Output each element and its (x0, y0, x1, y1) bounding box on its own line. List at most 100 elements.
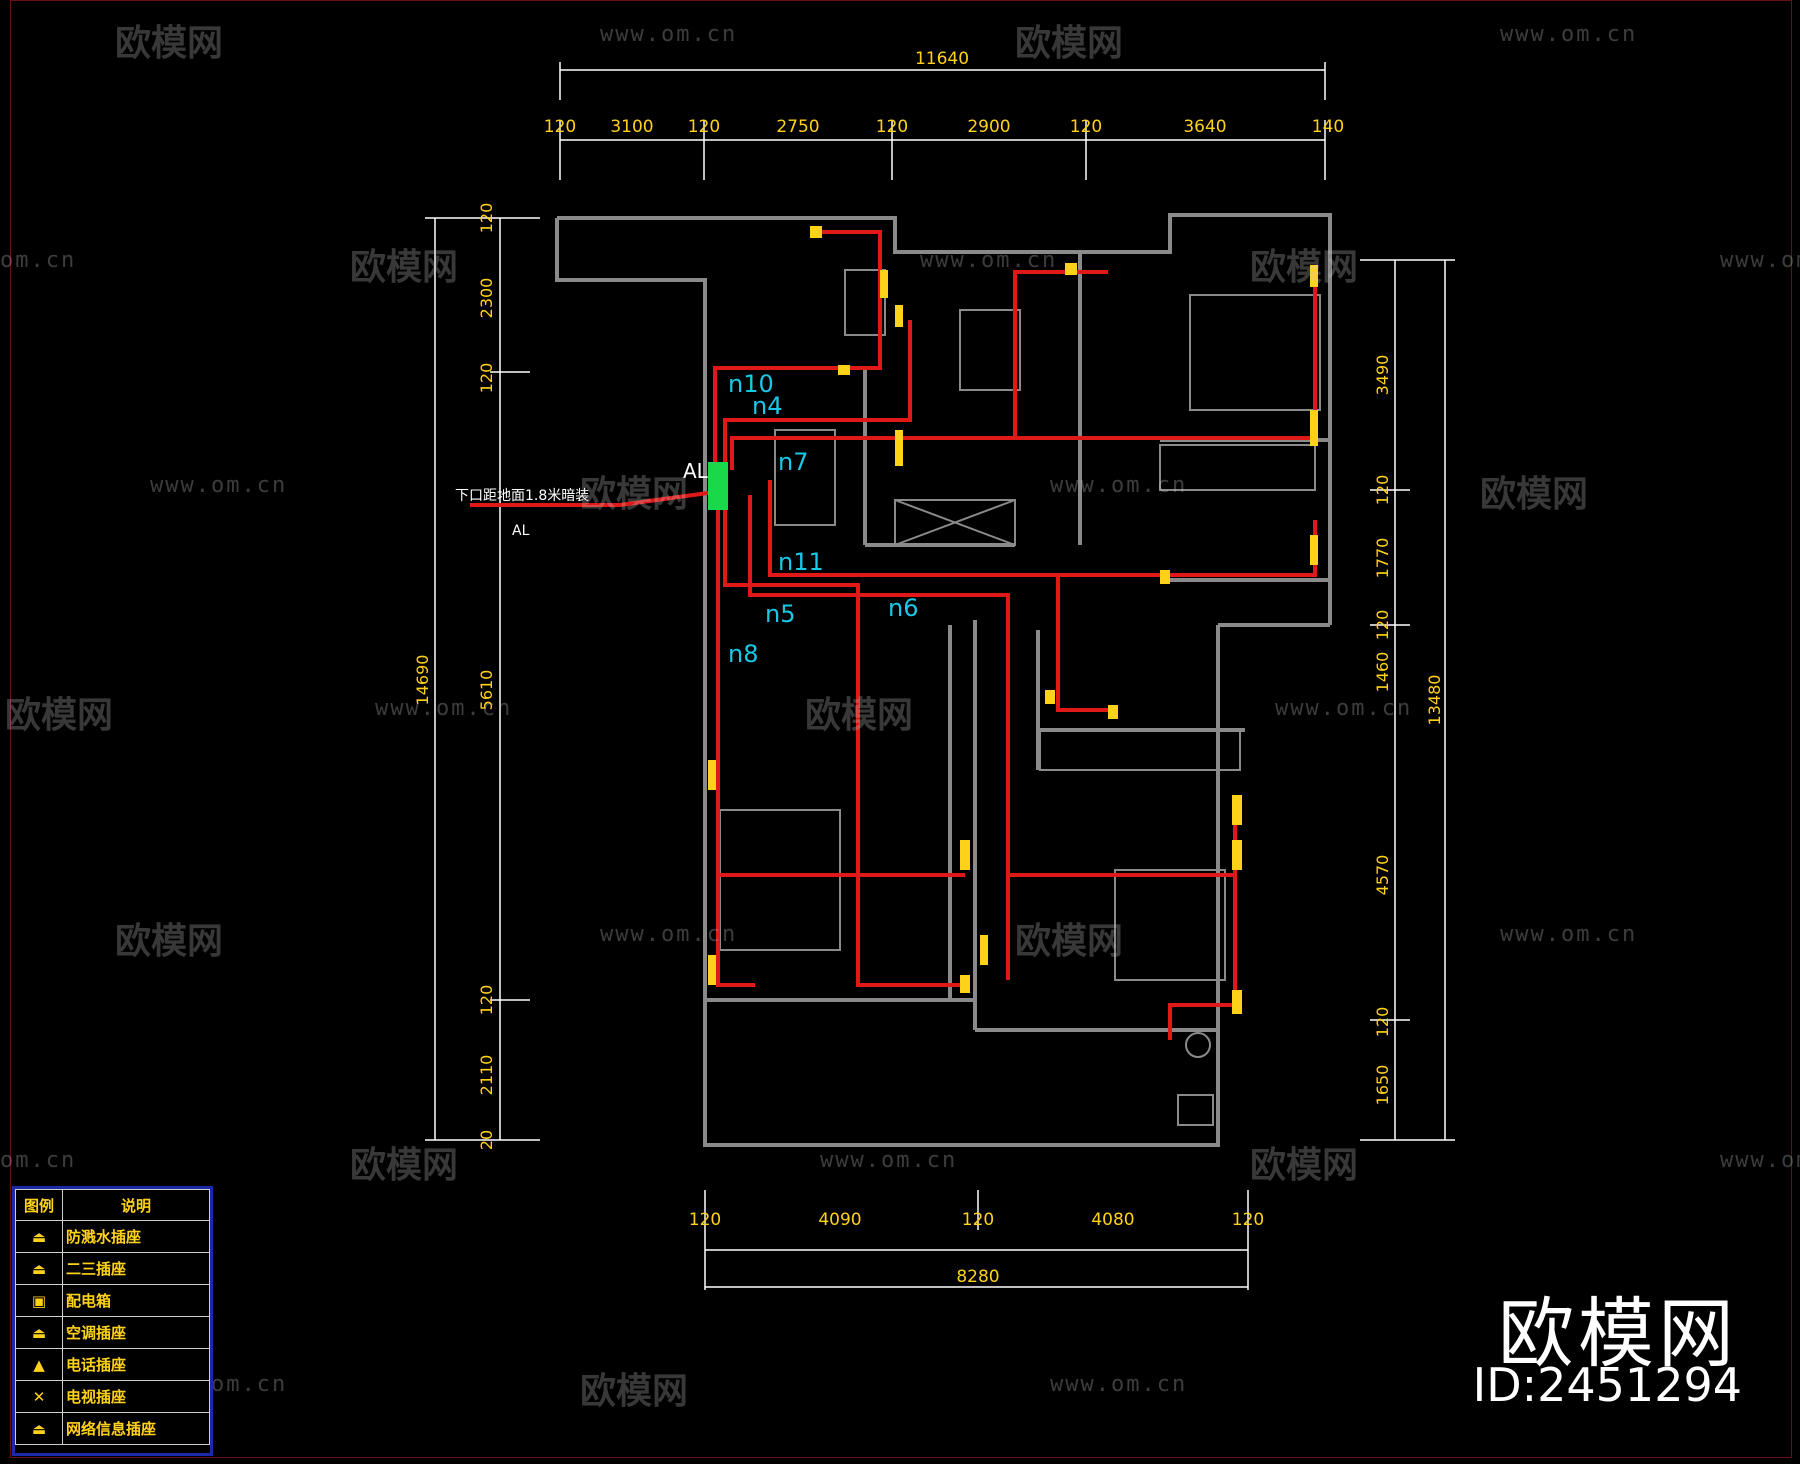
panel-annotation: AL 下口距地面1.8米暗装 AL (455, 459, 709, 539)
left-dim-5: 2110 (477, 1055, 496, 1096)
left-dim-2: 2300 (477, 278, 496, 319)
furniture (719, 269, 1321, 1126)
legend-item-desc: 配电箱 (62, 1284, 210, 1317)
socket-23-icon: ⏏ (31, 1259, 47, 1278)
circuit-labels: n10 n4 n7 n11 n5 n6 n8 (728, 370, 918, 668)
bottom-dim-1: 120 (689, 1210, 721, 1230)
distribution-box-icon: ▣ (31, 1291, 47, 1310)
brand-logo-text: 欧模网 (1498, 1289, 1738, 1378)
watermark-brand: 欧模网 (805, 695, 914, 736)
network-socket-icon: ⏏ (31, 1419, 47, 1438)
watermark-url: www.om.cn (1050, 473, 1188, 498)
legend-item-desc: 电话插座 (62, 1348, 210, 1381)
circuit-label-n8: n8 (728, 640, 758, 668)
tv-socket-icon: ✕ (32, 1387, 46, 1406)
watermark-brand: 欧模网 (1015, 23, 1124, 64)
watermark-brand: 欧模网 (580, 474, 689, 515)
right-dim-5: 1460 (1373, 652, 1392, 693)
top-dim-2: 3100 (610, 117, 653, 137)
panel-note-line1: 下口距地面1.8米暗装 (455, 488, 589, 504)
right-dim-8: 1650 (1373, 1065, 1392, 1106)
bottom-dim-2: 4090 (818, 1210, 861, 1230)
bottom-dim-4: 4080 (1091, 1210, 1134, 1230)
watermark-brand: 欧模网 (350, 1145, 459, 1186)
legend-item-desc: 二三插座 (62, 1252, 210, 1285)
watermark-brand: 欧模网 (1480, 474, 1589, 515)
right-dim-4: 120 (1373, 610, 1392, 641)
watermark-url: www.om.cn (920, 248, 1058, 273)
watermark-brand: 欧模网 (1250, 247, 1359, 288)
ac-socket-icon: ⏏ (31, 1323, 47, 1342)
circuit-label-n5: n5 (765, 600, 795, 628)
circuit-label-n4: n4 (752, 392, 782, 420)
right-total-dim: 13480 (1425, 675, 1444, 726)
circuit-label-n11: n11 (778, 548, 824, 576)
watermark-url: www.om.cn (1500, 22, 1638, 47)
right-dim-1: 3490 (1373, 355, 1392, 396)
watermark-brand: 欧模网 (350, 247, 459, 288)
watermark-brand: 欧模网 (5, 695, 114, 736)
top-dim-6: 2900 (967, 117, 1010, 137)
watermark-url: www.om.cn (1720, 248, 1800, 273)
model-id: ID:2451294 (1472, 1358, 1742, 1412)
circuit-label-n6: n6 (888, 594, 918, 622)
legend-header-desc: 说明 (62, 1189, 210, 1221)
circuit-label-n7: n7 (778, 448, 808, 476)
watermark-brand: 欧模网 (1250, 1145, 1359, 1186)
legend-item-desc: 电视插座 (62, 1380, 210, 1413)
right-dim-2: 120 (1373, 475, 1392, 506)
top-dim-9: 140 (1312, 117, 1344, 137)
wiring (470, 230, 1317, 1040)
bottom-dimension-labels: 120 4090 120 4080 120 8280 (689, 1210, 1264, 1287)
legend-item-desc: 防溅水插座 (62, 1220, 210, 1253)
watermark-brand: 欧模网 (115, 921, 224, 962)
watermark-brand: 欧模网 (580, 1371, 689, 1412)
right-dim-6: 4570 (1373, 855, 1392, 896)
watermark-url: www.om.cn (1500, 922, 1638, 947)
watermark-brand: 欧模网 (115, 23, 224, 64)
outlets (708, 226, 1318, 1014)
top-dim-5: 120 (876, 117, 908, 137)
left-dim-3: 120 (477, 363, 496, 394)
legend-header-symbol: 图例 (15, 1189, 63, 1221)
distribution-panel (708, 462, 728, 510)
legend-item-desc: 网络信息插座 (62, 1412, 210, 1445)
watermark-url: www.om.cn (1275, 696, 1413, 721)
watermark-url: www.om.cn (820, 1148, 958, 1173)
right-dim-3: 1770 (1373, 538, 1392, 579)
right-dim-7: 120 (1373, 1007, 1392, 1038)
watermark-url-partial: om.cn (0, 248, 77, 273)
panel-note-line2: AL (512, 523, 530, 539)
dimension-lines (425, 62, 1455, 1290)
legend-item-desc: 空调插座 (62, 1316, 210, 1349)
top-dimension-labels: 11640 120 3100 120 2750 120 2900 120 364… (544, 49, 1344, 137)
watermark-url: www.om.cn (600, 922, 738, 947)
phone-socket-icon: ▲ (33, 1355, 45, 1374)
bottom-dim-5: 120 (1232, 1210, 1264, 1230)
watermark-url: www.om.cn (600, 22, 738, 47)
watermark-url: www.om.cn (150, 473, 288, 498)
watermark-brand: 欧模网 (1015, 921, 1124, 962)
top-dim-8: 3640 (1183, 117, 1226, 137)
left-dimension-labels: 120 2300 120 5610 120 2110 20 14690 (413, 203, 496, 1150)
circuit-label-n10: n10 (728, 370, 774, 398)
watermark-url: www.om.cn (1720, 1148, 1800, 1173)
top-dim-7: 120 (1070, 117, 1102, 137)
top-dim-3: 120 (688, 117, 720, 137)
watermark-url: www.om.cn (1050, 1372, 1188, 1397)
top-dim-4: 2750 (776, 117, 819, 137)
left-dim-6: 20 (477, 1130, 496, 1150)
left-total-dim: 14690 (413, 655, 432, 706)
watermark-url-partial: om.cn (0, 1148, 77, 1173)
bottom-dim-3: 120 (962, 1210, 994, 1230)
right-dimension-labels: 3490 120 1770 120 1460 4570 120 1650 134… (1373, 355, 1444, 1106)
waterproof-socket-icon: ⏏ (31, 1227, 47, 1246)
top-total-dim: 11640 (915, 49, 969, 69)
left-dim-1: 120 (477, 203, 496, 234)
top-dim-1: 120 (544, 117, 576, 137)
left-dim-middle: 5610 (477, 670, 496, 711)
panel-label: AL (683, 459, 709, 483)
left-dim-4: 120 (477, 985, 496, 1016)
